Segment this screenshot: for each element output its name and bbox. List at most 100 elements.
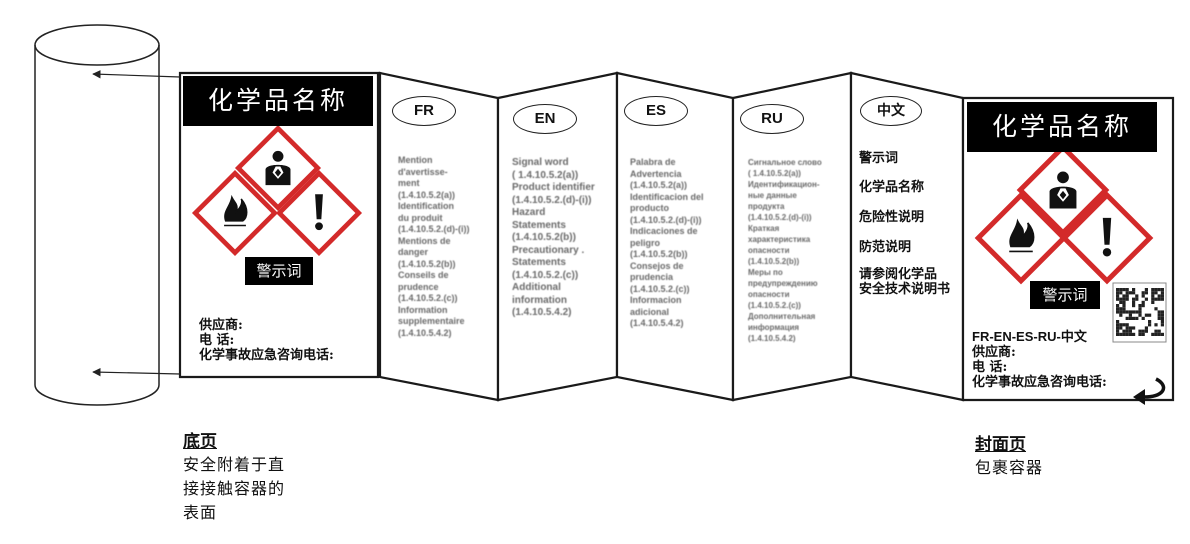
back-page-chemical-name: 化学品名称 xyxy=(183,76,373,126)
panel-text-line: Identificacion del xyxy=(630,191,704,202)
panel-text-line: Идентификацион- xyxy=(748,180,820,189)
panel-text-line: продукта xyxy=(748,202,785,211)
panel-text-line: information xyxy=(512,294,567,306)
zh-item-signal-word: 警示词 xyxy=(859,151,899,166)
panel-text-line: Palabra de xyxy=(630,157,676,167)
cover-page-caption-text: 包裹容器 xyxy=(975,456,1043,480)
zh-item-see-sds-line1: 请参阅化学品 xyxy=(859,267,938,282)
supplier-line: 供应商: xyxy=(972,345,1016,360)
phone-line: 电 话: xyxy=(199,333,235,348)
panel-text-line: Advertencia xyxy=(630,168,682,179)
cover-page-caption-line: 包裹容器 xyxy=(975,458,1044,477)
panel-text-line: Mention xyxy=(398,155,433,165)
panel-text-line: (1.4.10.5.2.(c)) xyxy=(512,269,579,281)
panel-text-line: (1.4.10.5.4.2) xyxy=(748,334,796,343)
panel-text-line: (1.4.10.5.2(a)) xyxy=(630,180,688,190)
panel-text-line: danger xyxy=(398,247,429,257)
panel-text-line: Hazard xyxy=(512,207,546,218)
phone-line: 电 话: xyxy=(972,360,1008,375)
back-page-caption-text: 安全附着于直 接接触容器的 表面 xyxy=(183,453,285,525)
panel-text-line: Indicaciones de xyxy=(630,226,698,236)
cover-page-chemical-name: 化学品名称 xyxy=(967,102,1157,152)
panel-text-line: Information xyxy=(398,304,448,315)
zh-item-hazard-statements: 危险性说明 xyxy=(859,210,925,225)
attach-arrow-bottom xyxy=(92,367,181,377)
back-page-caption-title: 底页 xyxy=(183,432,217,452)
panel-text-line: Identification xyxy=(398,201,454,211)
panel-text-line: предупреждению xyxy=(748,279,818,288)
zh-item-precautionary-statements: 防范说明 xyxy=(859,240,912,255)
qr-code xyxy=(1116,288,1164,336)
panel-text-line: adicional xyxy=(630,306,670,317)
panel-text-line: Product identifier xyxy=(512,182,595,193)
panel-text-line: Statements xyxy=(512,257,566,268)
back-page-supplier-info: 供应商: 电 话: 化学事故应急咨询电话: xyxy=(199,318,334,363)
panel-text-line: (1.4.10.5.2.(c)) xyxy=(630,283,690,294)
language-pill-ru: RU xyxy=(740,104,804,134)
panel-text-line: информация xyxy=(748,323,800,332)
zh-item-see-sds-line2: 安全技术说明书 xyxy=(859,282,951,297)
panel-text-line: Меры по xyxy=(748,268,783,277)
back-page-caption-line: 安全附着于直 xyxy=(183,455,286,474)
panel-text-line: ные данные xyxy=(748,191,797,200)
cover-page-supplier-info: 供应商: 电 话: 化学事故应急咨询电话: xyxy=(972,345,1107,390)
back-page-signal-word: 警示词 xyxy=(245,257,313,285)
wrap-return-arrow-icon xyxy=(1141,377,1166,399)
panel-text-line: (1.4.10.5.2(b)) xyxy=(398,258,456,269)
zh-item-see-sds: 请参阅化学品 安全技术说明书 xyxy=(859,267,961,297)
panel-text-line: Conseils de xyxy=(398,270,449,280)
panel-text-line: d'avertisse- xyxy=(398,166,448,177)
panel-text-line: опасности xyxy=(748,290,790,299)
panel-text-line: (1.4.10.5.2(b)) xyxy=(748,257,800,266)
panel-text-line: (1.4.10.5.4.2) xyxy=(630,318,684,328)
language-pill-fr: FR xyxy=(392,96,456,126)
panel-text-line: Дополнительная xyxy=(748,312,816,321)
panel-text-line: (1.4.10.5.2(b)) xyxy=(512,232,576,243)
panel-text-line: (1.4.10.5.2(a)) xyxy=(398,189,456,200)
panel-text-line: (1.4.10.5.2.(c)) xyxy=(748,301,801,310)
language-pill-es: ES xyxy=(624,96,688,126)
panel-text-line: du produit xyxy=(398,212,443,223)
back-page-outline xyxy=(178,71,380,379)
cover-language-list: FR-EN-ES-RU-中文 xyxy=(972,329,1087,344)
panel-text-line: Сигнальное слово xyxy=(748,158,822,167)
language-pill-en: EN xyxy=(513,104,577,134)
panel-text-line: Informacion xyxy=(630,295,682,305)
panel-text-line: Statements xyxy=(512,219,566,231)
panel-text-line: prudencia xyxy=(630,272,674,282)
panel-text-line: (1.4.10.5.2.(d)-(i)) xyxy=(512,194,592,206)
panel-text-ru: Сигнальное слово ( 1.4.10.5.2(a)) Идентифи… xyxy=(748,157,822,344)
panel-text-line: ment xyxy=(398,178,420,188)
panel-text-line: supplementaire xyxy=(398,316,465,326)
cover-page-caption-title: 封面页 xyxy=(975,435,1026,455)
panel-text-line: опасности xyxy=(748,246,790,255)
zh-item-chemical-name: 化学品名称 xyxy=(859,180,925,195)
panel-text-line: (1.4.10.5.2(b)) xyxy=(630,249,688,259)
panel-text-line: (1.4.10.5.2.(d)-(i)) xyxy=(398,224,470,234)
wrap-return-arrowhead-icon xyxy=(1133,389,1145,405)
panel-text-line: (1.4.10.5.4.2) xyxy=(512,307,572,318)
container-cylinder xyxy=(34,24,160,406)
back-page-caption-line: 接接触容器的 xyxy=(183,479,286,498)
panel-text-line: (1.4.10.5.2.(c)) xyxy=(398,293,458,303)
panel-text-line: Краткая xyxy=(748,224,780,233)
panel-text-line: ( 1.4.10.5.2(a)) xyxy=(512,169,579,181)
panel-text-line: (1.4.10.5.2.(d)-(i)) xyxy=(630,214,702,225)
panel-text-line: peligro xyxy=(630,237,661,248)
panel-text-line: Additional xyxy=(512,282,561,293)
panel-text-line: ( 1.4.10.5.2(a)) xyxy=(748,169,801,178)
panel-text-en: Signal word( 1.4.10.5.2(a))Product ident… xyxy=(512,157,595,320)
attach-arrow-top xyxy=(92,70,181,79)
panel-text-line: характеристика xyxy=(748,235,811,244)
panel-text-line: producto xyxy=(630,203,669,213)
panel-text-line: prudence xyxy=(398,281,439,292)
panel-text-line: Signal word xyxy=(512,157,569,168)
supplier-line: 供应商: xyxy=(199,318,243,333)
emergency-line: 化学事故应急咨询电话: xyxy=(199,348,334,363)
panel-text-line: (1.4.10.5.4.2) xyxy=(398,327,452,338)
emergency-line: 化学事故应急咨询电话: xyxy=(972,375,1107,390)
cover-page-signal-word: 警示词 xyxy=(1030,281,1100,309)
